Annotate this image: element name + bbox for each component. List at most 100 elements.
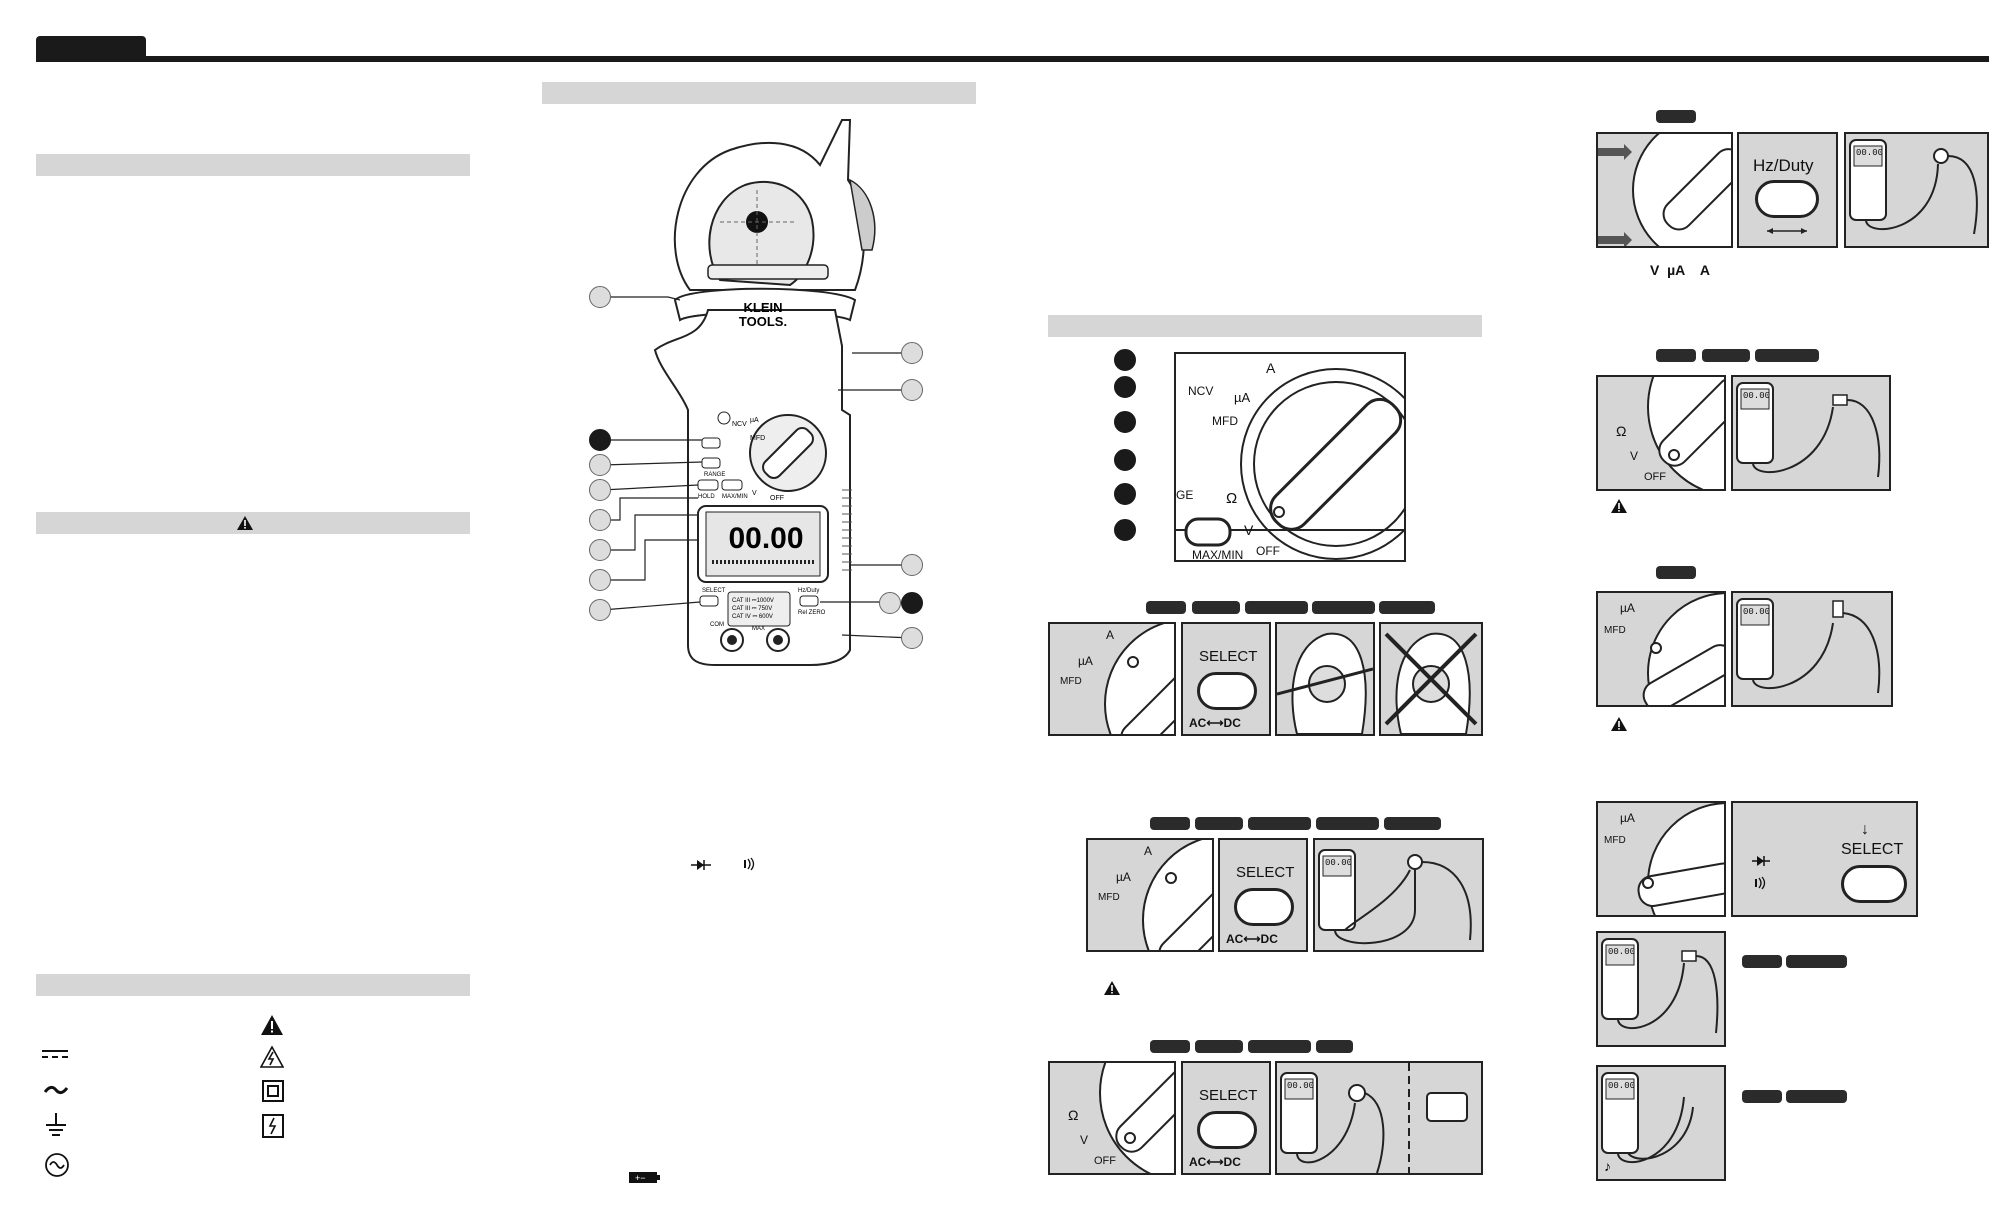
continuity-icon [744,857,755,871]
svg-text:MAX/MIN: MAX/MIN [722,494,748,500]
ground-symbol-icon [46,1113,66,1136]
clamp-incorrect-panel [1379,622,1483,736]
mode-tag [1702,349,1750,362]
mode-tag [1656,110,1696,123]
callout-5 [589,454,611,476]
dial-panel-capacitance: µA MFD [1596,591,1726,707]
resistance-measure-panel: 00.00 [1731,375,1891,491]
mode-tag [1248,817,1311,830]
callout-12 [879,592,901,614]
capacitance-measure-panel: 00.00 [1731,591,1893,707]
warning-triangle-icon [237,516,253,530]
mode-tag [1245,601,1308,614]
toggle-arrow-icon [1767,228,1807,234]
section-header-warnings [36,512,470,534]
mode-tag [1755,349,1819,362]
select-button-panel: SELECT AC⟷DC [1181,1061,1271,1175]
mode-tag [1150,817,1190,830]
mode-tag [1195,817,1243,830]
voltage-measure-panel: 00.00 [1313,838,1484,952]
mode-tag [1146,601,1186,614]
svg-text:♪: ♪ [1604,1158,1611,1174]
dc-voltage-panel: 00.00 [1275,1061,1483,1175]
warning-triangle-icon [261,1015,283,1035]
warning-triangle-icon [1104,981,1120,995]
diode-test-panel: 00.00 [1596,931,1726,1047]
diode-icon [1752,856,1770,866]
mode-tag [1656,566,1696,579]
callout-9 [589,569,611,591]
maxmin-label: MAX/MIN [1192,548,1244,562]
callout-6 [589,479,611,501]
ac-symbol-icon [43,1085,69,1095]
dc-symbol-icon [42,1050,68,1058]
dial-panel-resistance: Ω V OFF [1596,375,1726,491]
mode-tag [1316,817,1379,830]
callout-11 [901,554,923,576]
mode-tag [1312,601,1375,614]
select-button[interactable] [1234,888,1294,926]
svg-text:RANGE: RANGE [704,472,725,478]
select-button-panel: SELECT AC⟷DC [1218,838,1308,952]
hz-range-labels: V µA A [1650,262,1710,278]
select-button-panel: SELECT AC⟷DC [1181,622,1271,736]
mode-tag [1316,1040,1353,1053]
clamp-measure-panel [1275,622,1375,736]
callout-1 [589,286,611,308]
svg-text:µA: µA [750,417,759,424]
callout-8 [589,539,611,561]
select-button[interactable] [1197,1111,1257,1149]
callout-10 [589,599,611,621]
mode-tag [1656,349,1696,362]
svg-text:CAT III ⎓1000V: CAT III ⎓1000V [732,598,774,604]
dial-panel: A µA MFD [1086,838,1214,952]
dial-callout-5 [1114,483,1136,505]
section-header-features [542,82,976,104]
dial-callout-4 [1114,449,1136,471]
mode-tag [1248,1040,1311,1053]
top-rule [36,56,1989,62]
callout-7 [589,509,611,531]
warning-triangle-icon [1611,499,1627,513]
dial-panel: A µA MFD [1048,622,1176,736]
callout-2 [901,342,923,364]
dial-panel-diode: µA MFD [1596,801,1726,917]
select-button[interactable] [1841,865,1907,903]
dial-callout-1 [1114,349,1136,371]
lcd-readout: 00.00 [728,522,803,555]
callout-4 [589,429,611,451]
brand-logo-line2: TOOLS. [739,314,787,329]
dial-callout-3 [1114,411,1136,433]
section-header-symbols [36,974,470,996]
svg-text:Hz/Duty: Hz/Duty [798,588,819,594]
mode-tag [1195,1040,1243,1053]
mode-tag [1742,955,1782,968]
diode-icon [691,860,711,870]
svg-text:CAT IV ⎓ 600V: CAT IV ⎓ 600V [732,614,773,620]
hz-duty-button[interactable] [1755,180,1819,218]
svg-text:SELECT: SELECT [702,588,726,594]
mode-tag [1150,1040,1190,1053]
select-diode-panel: ↓ SELECT [1731,801,1918,917]
dial-callout-2 [1114,376,1136,398]
mode-tag [1742,1090,1782,1103]
svg-text:MFD: MFD [750,435,765,442]
svg-text:V: V [752,490,757,497]
dial-panel-ohm: Ω V OFF [1048,1061,1176,1175]
shock-hazard-icon [260,1046,284,1068]
brand-logo-line1: KLEIN [744,300,783,315]
dial-callout-6 [1114,519,1136,541]
hz-duty-button-panel: Hz/Duty [1737,132,1838,248]
callout-13 [901,592,923,614]
callout-3 [901,379,923,401]
dial-panel-hz [1596,132,1733,248]
dial-closeup: A µA NCV MFD GE Ω V OFF [1174,352,1406,562]
double-insulation-icon [262,1080,284,1102]
continuity-test-panel: ♪ 00.00 [1596,1065,1726,1181]
svg-text:MAX: MAX [752,626,765,632]
select-button[interactable] [1197,672,1257,710]
mode-tag [1192,601,1240,614]
callout-14 [901,627,923,649]
mode-tag [1384,817,1441,830]
mode-tag [1379,601,1435,614]
